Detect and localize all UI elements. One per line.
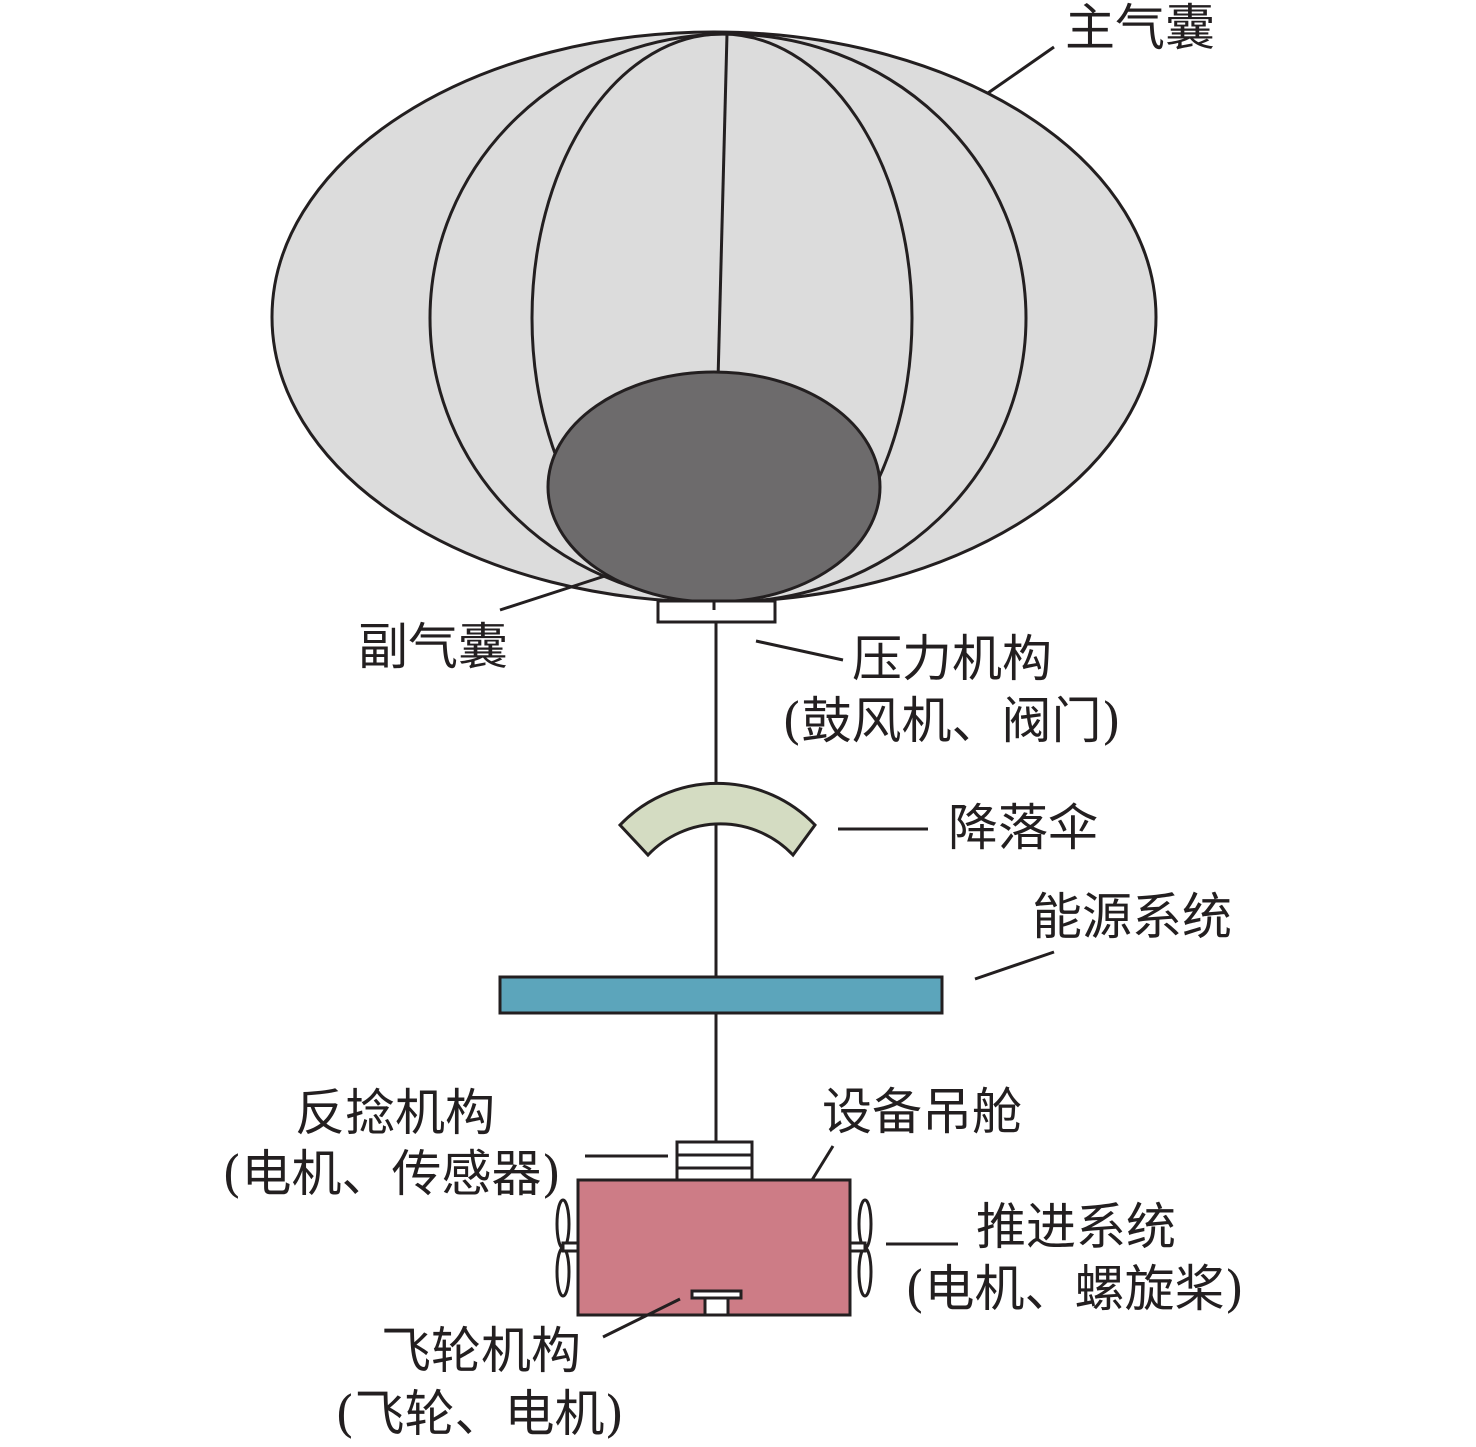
- leader-flywheel: [602, 1297, 681, 1339]
- label-pressure-mechanism: 压力机构: [852, 630, 1052, 688]
- leader-energy-system: [974, 950, 1055, 981]
- leader-pressure-mechanism: [755, 639, 844, 662]
- label-secondary-airbag: 副气囊: [358, 618, 508, 676]
- label-flywheel: 飞轮机构: [381, 1322, 581, 1380]
- energy-system-panel: [498, 975, 944, 1015]
- label-parachute: 降落伞: [948, 799, 1098, 857]
- label-propulsion-system-detail: (电机、螺旋桨): [905, 1260, 1244, 1318]
- label-main-airbag: 主气囊: [1065, 0, 1215, 57]
- label-energy-system: 能源系统: [1032, 888, 1232, 946]
- leader-secondary-airbag: [499, 573, 609, 612]
- label-flywheel-detail: (飞轮、电机): [335, 1385, 624, 1443]
- flywheel-mechanism: [690, 1289, 743, 1317]
- anti-twist-mechanism: [675, 1140, 754, 1182]
- label-anti-twist-detail: (电机、传感器): [222, 1145, 561, 1203]
- label-propulsion-system: 推进系统: [976, 1198, 1176, 1256]
- leader-main-airbag: [987, 45, 1055, 95]
- label-equipment-gondola: 设备吊舱: [822, 1083, 1022, 1141]
- left-propeller-icon: [555, 1198, 580, 1298]
- main-airbag-center-seam: [716, 33, 729, 381]
- pressure-mechanism: [656, 599, 777, 624]
- flywheel-motor: [703, 1296, 730, 1317]
- secondary-airbag: [546, 370, 882, 604]
- leader-gondola: [810, 1145, 835, 1181]
- parachute: [617, 781, 817, 858]
- right-propeller-icon: [848, 1198, 873, 1298]
- label-pressure-mechanism-detail: (鼓风机、阀门): [782, 692, 1121, 750]
- label-anti-twist: 反捻机构: [295, 1084, 495, 1142]
